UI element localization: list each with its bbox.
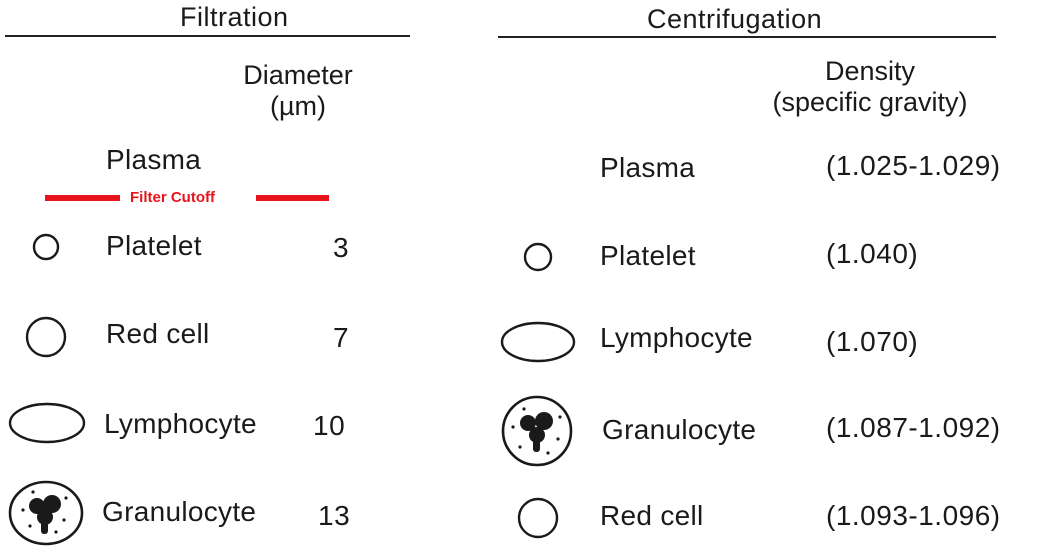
density-column-header: Density (specific gravity) [735, 56, 1005, 118]
centrifugation-row-value-plasma: (1.025-1.029) [826, 150, 1001, 181]
filtration-row-value-lymphocyte: 10 [313, 410, 346, 441]
filtration-row-label-granulocyte: Granulocyte [102, 496, 257, 527]
centrifugation-row-label-platelet: Platelet [600, 240, 696, 271]
diameter-column-header: Diameter (µm) [218, 60, 378, 122]
filtration-row-label-platelet: Platelet [106, 230, 202, 261]
diameter-header-line1: Diameter [243, 60, 353, 90]
centrifugation-row-label-red-cell: Red cell [600, 500, 704, 531]
diameter-header-line2: (µm) [269, 91, 327, 121]
centrifugation-row-value-red-cell: (1.093-1.096) [826, 500, 1001, 531]
filtration-row-value-granulocyte: 13 [318, 500, 351, 531]
filtration-row-value-platelet: 3 [333, 232, 350, 263]
centrifugation-row-value-granulocyte: (1.087-1.092) [826, 412, 1001, 443]
filtration-row-label-red-cell: Red cell [106, 318, 210, 349]
filter-cutoff-label: Filter Cutoff [130, 189, 215, 206]
centrifugation-platelet-small-circle-icon [523, 242, 553, 272]
centrifugation-row-label-lymphocyte: Lymphocyte [600, 322, 753, 353]
centrifugation-row-value-platelet: (1.040) [826, 238, 919, 269]
centrifugation-row-label-granulocyte: Granulocyte [602, 414, 757, 445]
filtration-row-label-lymphocyte: Lymphocyte [104, 408, 257, 439]
centrifugation-heading: Centrifugation [647, 4, 823, 34]
filtration-plasma-label: Plasma [106, 144, 202, 175]
centrifugation-row-value-lymphocyte: (1.070) [826, 326, 919, 357]
filtration-heading-rule [5, 35, 410, 37]
filter-cutoff-line-left [45, 195, 120, 201]
granulocyte-icon [8, 480, 84, 546]
platelet-small-circle-icon [32, 233, 60, 261]
filtration-row-value-red-cell: 7 [333, 322, 350, 353]
centrifugation-red-cell-circle-icon [517, 497, 559, 539]
density-header-line2: (specific gravity) [772, 87, 968, 117]
filter-cutoff-line-right [256, 195, 329, 201]
lymphocyte-ellipse-icon [8, 402, 86, 444]
centrifugation-lymphocyte-ellipse-icon [500, 321, 576, 363]
filtration-heading: Filtration [180, 2, 289, 32]
centrifugation-granulocyte-icon [501, 395, 573, 467]
centrifugation-heading-rule [498, 36, 996, 38]
centrifugation-row-label-plasma: Plasma [600, 152, 696, 183]
red-cell-circle-icon [25, 316, 67, 358]
density-header-line1: Density [824, 56, 916, 86]
